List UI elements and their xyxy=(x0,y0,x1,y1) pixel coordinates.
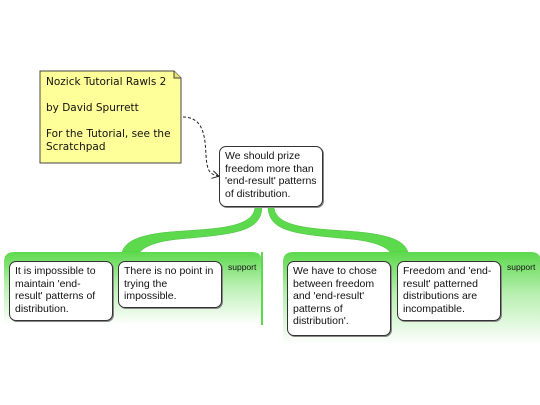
support-tag-left: support xyxy=(228,262,257,272)
reason-right-2-text: Freedom and 'end-result' patterned distr… xyxy=(403,265,492,315)
main-claim[interactable]: We should prize freedom more than 'end-r… xyxy=(219,146,323,207)
support-link-right xyxy=(267,205,409,253)
reason-left-2[interactable]: There is no point in trying the impossib… xyxy=(118,261,222,308)
note-title: Nozick Tutorial Rawls 2 xyxy=(46,76,167,88)
note-fold xyxy=(173,71,181,79)
note-connector xyxy=(182,116,218,176)
reason-right-1-text: We have to chose between freedom and 'en… xyxy=(293,265,377,327)
reason-left-2-text: There is no point in trying the impossib… xyxy=(124,265,214,302)
reason-left-1-text: It is impossible to maintain 'end-result… xyxy=(15,265,96,315)
note-author: by David Spurrett xyxy=(46,102,139,114)
reason-right-2[interactable]: Freedom and 'end-result' patterned distr… xyxy=(397,261,501,321)
note-reference: For the Tutorial, see the Scratchpad xyxy=(46,128,171,153)
main-claim-text: We should prize freedom more than 'end-r… xyxy=(225,150,317,200)
tutorial-note[interactable]: Nozick Tutorial Rawls 2 by David Spurret… xyxy=(40,71,181,163)
reason-left-1[interactable]: It is impossible to maintain 'end-result… xyxy=(9,261,113,321)
reason-right-1[interactable]: We have to chose between freedom and 'en… xyxy=(287,261,391,336)
support-link-left xyxy=(121,205,263,253)
note-shape xyxy=(39,70,182,164)
support-tag-right: support xyxy=(507,262,536,272)
